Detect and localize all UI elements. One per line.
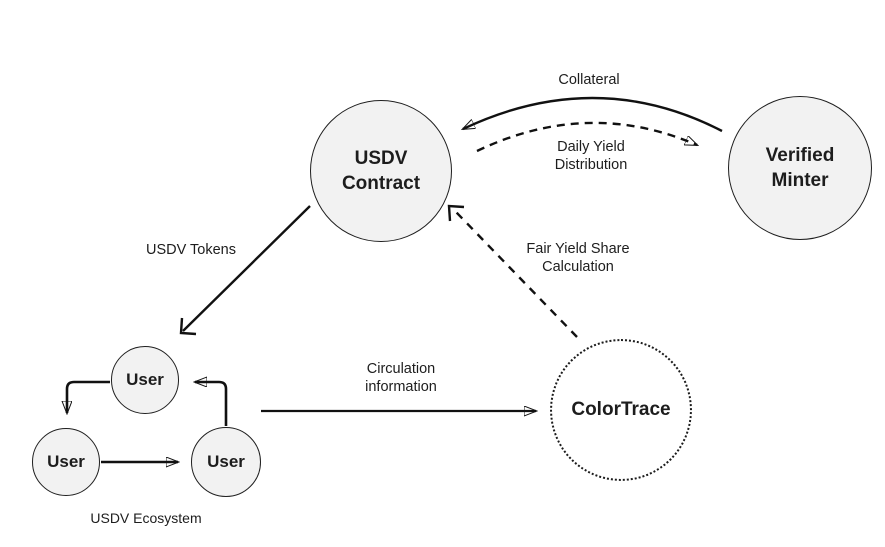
node-usdv-contract: USDV Contract — [310, 100, 452, 242]
collateral-arrow — [463, 96, 723, 133]
node-usdv-contract-label-line1: USDV — [354, 148, 408, 169]
node-user-left-label: User — [47, 452, 85, 471]
usdv-tokens-arrow — [182, 205, 311, 332]
node-colortrace: ColorTrace — [550, 339, 692, 481]
node-user-top: User — [111, 346, 179, 414]
node-verified-minter-label-line2: Minter — [771, 170, 829, 191]
usdv-tokens-arrowhead — [179, 317, 197, 336]
fair-yield-edge-label-line2: Calculation — [542, 259, 614, 275]
daily-yield-edge-label: Daily Yield Distribution — [511, 138, 671, 174]
usdv-ecosystem-caption-text: USDV Ecosystem — [90, 510, 202, 526]
user-right-to-top-arrow — [195, 382, 228, 426]
node-usdv-contract-label-line2: Contract — [341, 173, 421, 194]
usdv-tokens-edge-label-text: USDV Tokens — [146, 242, 236, 258]
circulation-edge-label-line2: information — [365, 379, 437, 395]
collateral-edge-label: Collateral — [519, 71, 659, 89]
fair-yield-edge-label: Fair Yield Share Calculation — [493, 240, 663, 276]
user-top-to-left-arrow — [67, 380, 110, 413]
node-user-left: User — [32, 428, 100, 496]
fair-yield-arrowhead — [447, 204, 465, 222]
usdv-tokens-edge-label: USDV Tokens — [111, 241, 271, 259]
node-verified-minter-label-line1: Verified — [765, 145, 835, 166]
daily-yield-edge-label-line1: Daily Yield — [557, 139, 625, 155]
node-user-right: User — [191, 427, 261, 497]
node-colortrace-label: ColorTrace — [571, 399, 671, 420]
usdv-ecosystem-caption: USDV Ecosystem — [56, 509, 236, 527]
node-user-top-label: User — [126, 370, 164, 389]
collateral-edge-label-text: Collateral — [558, 72, 620, 88]
circulation-edge-label: Circulation information — [321, 360, 481, 396]
node-verified-minter: Verified Minter — [728, 96, 872, 240]
daily-yield-edge-label-line2: Distribution — [554, 157, 628, 173]
node-user-right-label: User — [207, 452, 245, 471]
circulation-edge-label-line1: Circulation — [366, 361, 436, 377]
fair-yield-edge-label-line1: Fair Yield Share — [526, 241, 630, 257]
